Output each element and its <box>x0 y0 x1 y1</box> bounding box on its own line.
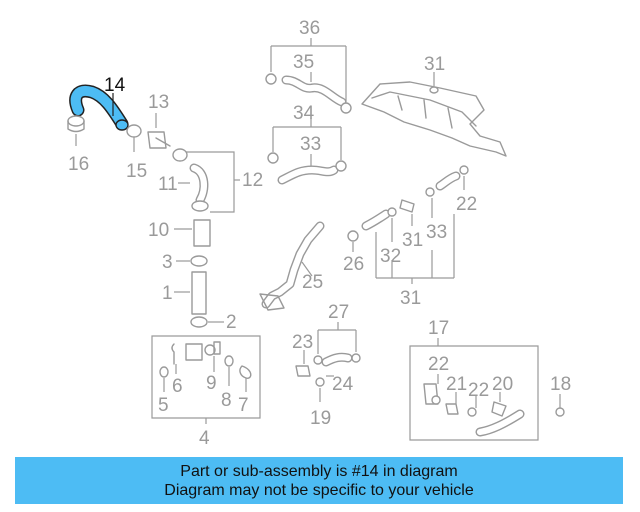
callout-7: 7 <box>238 395 249 416</box>
callout-9: 9 <box>206 373 217 394</box>
part-1-pipe <box>174 271 207 315</box>
part-26-pipe <box>259 221 325 311</box>
part-12-group <box>172 148 240 213</box>
part-10-connector <box>174 219 211 247</box>
part-3-clamp <box>176 255 208 267</box>
callout-2: 2 <box>226 312 237 333</box>
part-29-clamp <box>347 230 359 252</box>
callout-36: 36 <box>299 18 320 39</box>
part-25-group <box>295 322 361 402</box>
part-18-bolt <box>555 394 565 417</box>
callout-31a: 32 <box>380 246 401 267</box>
banner-line-2: Diagram may not be specific to your vehi… <box>164 481 474 499</box>
callout-34: 34 <box>293 103 315 124</box>
callout-25: 27 <box>328 302 349 323</box>
callout-22b: 22 <box>468 380 489 401</box>
part-36-group <box>265 38 352 114</box>
callout-26: 25 <box>302 272 323 293</box>
part-34-group <box>267 118 347 185</box>
callout-6: 6 <box>172 376 183 397</box>
part-27-group <box>361 165 469 284</box>
callout-5: 5 <box>158 395 169 416</box>
callout-22a: 22 <box>428 354 449 375</box>
parts-diagram: 14 16 15 13 11 12 10 3 <box>67 18 571 449</box>
part-4-box <box>151 335 261 424</box>
part-32-pipe-assembly <box>361 72 507 157</box>
part-16-cap <box>67 115 85 146</box>
callout-1: 1 <box>162 283 173 304</box>
callout-20: 20 <box>492 374 513 395</box>
callout-15: 15 <box>126 161 147 182</box>
callout-23: 23 <box>292 332 313 353</box>
callout-17: 17 <box>428 318 449 339</box>
callout-3: 3 <box>162 252 173 273</box>
callout-13: 13 <box>148 92 169 113</box>
callout-11: 11 <box>158 174 178 195</box>
callout-4: 4 <box>199 428 210 449</box>
callout-28: 22 <box>456 194 477 215</box>
callout-16: 16 <box>68 154 89 175</box>
callout-10: 10 <box>148 220 169 241</box>
callout-33: 33 <box>300 134 321 155</box>
callout-32: 31 <box>424 54 445 75</box>
callout-30: 31 <box>402 230 423 251</box>
callout-14: 14 <box>104 75 126 96</box>
callout-21: 21 <box>446 374 467 395</box>
callout-29: 26 <box>343 254 364 275</box>
part-17-box <box>409 338 539 441</box>
part-14-hose[interactable] <box>69 84 129 131</box>
callout-12: 12 <box>242 170 263 191</box>
callout-27: 31 <box>400 288 421 309</box>
part-15-clamp <box>126 124 142 152</box>
callout-8: 8 <box>221 390 232 411</box>
callout-18: 18 <box>550 374 571 395</box>
callout-19: 19 <box>310 408 331 429</box>
part-13-fitting <box>147 113 171 149</box>
callout-35: 35 <box>293 52 314 73</box>
callout-31b: 33 <box>426 222 447 243</box>
info-banner: Part or sub-assembly is #14 in diagram D… <box>15 457 623 504</box>
part-2-clamp <box>190 316 224 328</box>
banner-line-1: Part or sub-assembly is #14 in diagram <box>180 462 458 480</box>
callout-24: 24 <box>332 374 354 395</box>
